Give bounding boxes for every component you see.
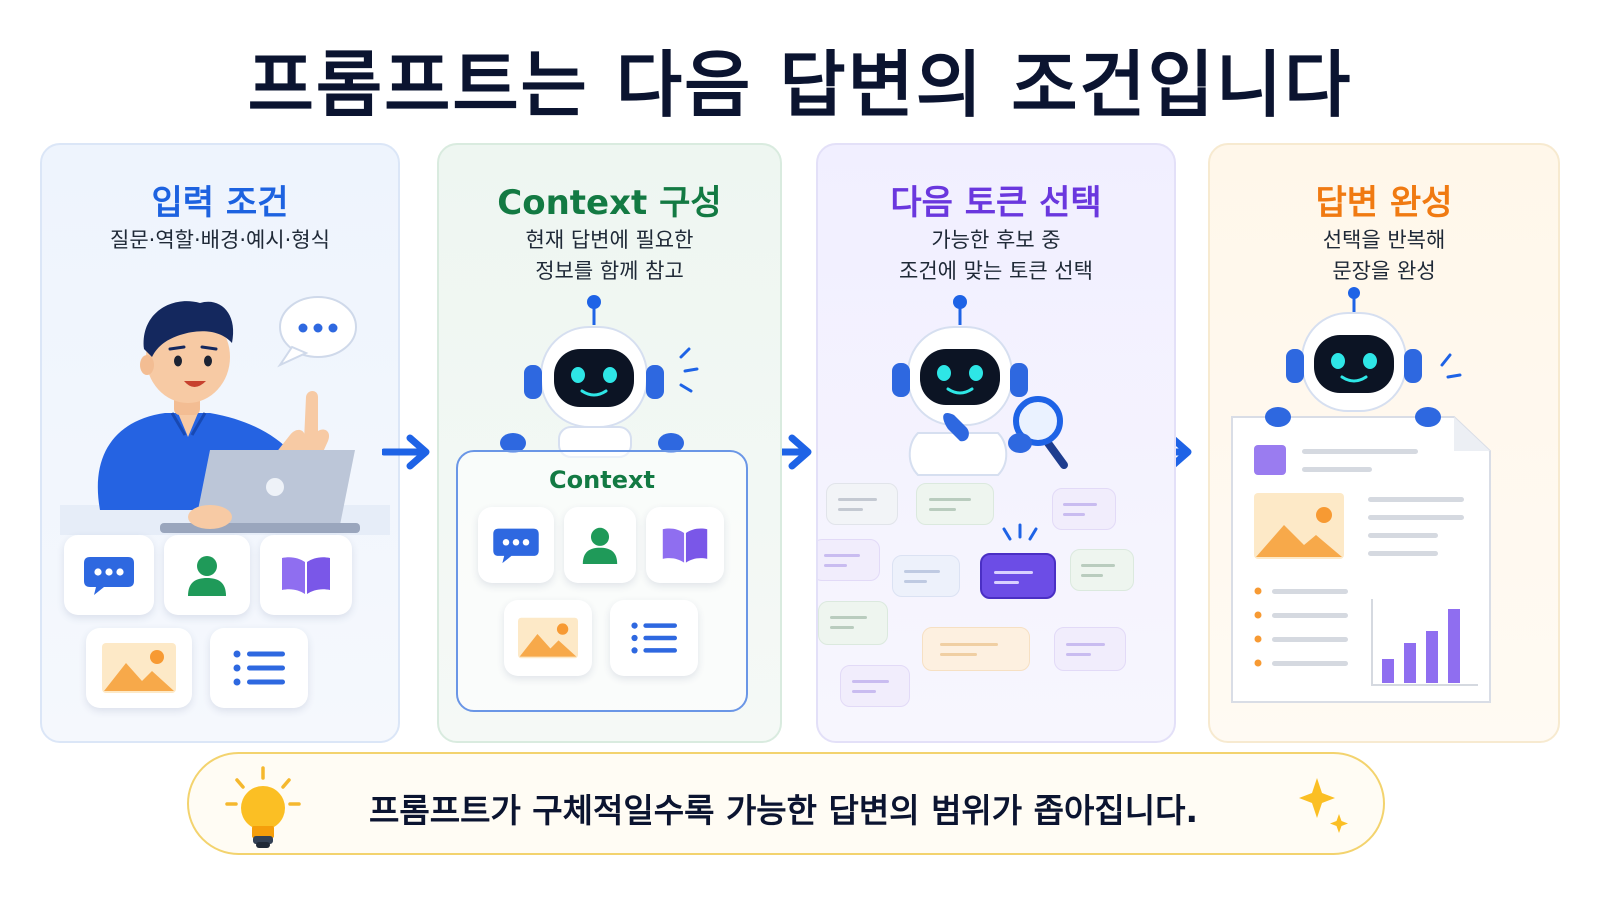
robot-with-magnifier-illustration — [892, 295, 1068, 476]
token-candidate — [1070, 549, 1134, 591]
token-candidate — [892, 555, 960, 597]
book-icon — [282, 557, 330, 594]
page-title: 프롬프트는 다음 답변의 조건입니다 — [247, 43, 1353, 127]
magnifier-icon — [1013, 396, 1068, 469]
tile-background — [260, 535, 352, 615]
tile-format — [610, 600, 698, 676]
image-icon — [518, 617, 578, 659]
selected-token-icon — [980, 553, 1056, 599]
step-description-line: 정보를 함께 참고 — [535, 259, 684, 283]
step-panel-context: Context 구성 현재 답변에 필요한 정보를 함께 참고 Context — [437, 143, 782, 743]
tile-background — [646, 507, 724, 583]
tile-example — [504, 600, 592, 676]
context-box-label: Context — [549, 466, 655, 494]
tile-format — [210, 628, 308, 708]
token-candidate — [916, 483, 994, 525]
speech-bubble-icon — [277, 296, 357, 368]
step-panel-input: 입력 조건 질문·역할·배경·예시·형식 — [40, 143, 400, 743]
image-icon — [102, 643, 176, 693]
token-candidate — [1054, 627, 1126, 671]
tile-role — [164, 535, 250, 615]
step-title: 다음 토큰 선택 — [890, 183, 1102, 223]
chat-bubble-icon — [493, 528, 539, 564]
step-description-line: 현재 답변에 필요한 — [525, 228, 694, 252]
token-candidate — [1052, 488, 1116, 530]
token-candidate — [826, 483, 898, 525]
context-box: Context — [456, 450, 748, 712]
summary-text: 프롬프트가 구체적일수록 가능한 답변의 범위가 좁아집니다. — [369, 791, 1198, 830]
token-candidate — [922, 627, 1030, 671]
token-candidate — [840, 665, 910, 707]
arrow-right-icon — [382, 434, 430, 470]
image-icon — [1254, 493, 1344, 559]
book-icon — [662, 528, 708, 563]
sparkle-icon — [1299, 778, 1348, 833]
step-panel-next-token: 다음 토큰 선택 가능한 후보 중 조건에 맞는 토큰 선택 — [816, 143, 1176, 743]
step-title: 답변 완성 — [1315, 183, 1453, 223]
summary-banner: 프롬프트가 구체적일수록 가능한 답변의 범위가 좁아집니다. — [187, 752, 1385, 855]
tile-question — [478, 507, 554, 583]
chat-bubble-icon — [84, 557, 134, 595]
tile-example — [86, 628, 192, 708]
bar-chart-icon — [1371, 599, 1478, 686]
token-candidate — [818, 539, 880, 581]
step-title: 입력 조건 — [151, 183, 289, 223]
list-icon — [233, 650, 285, 686]
tile-question — [64, 535, 154, 615]
robot-icon — [500, 295, 699, 458]
list-icon — [631, 622, 677, 654]
token-candidate — [818, 601, 888, 645]
step-description-line: 질문·역할·배경·예시·형식 — [110, 228, 330, 252]
step-description-line: 선택을 반복해 — [1322, 228, 1446, 252]
step-description-line: 조건에 맞는 토큰 선택 — [899, 259, 1093, 283]
step-description: 현재 답변에 필요한 정보를 함께 참고 — [439, 225, 780, 287]
highlight-rays-icon — [1002, 523, 1038, 541]
step-panel-answer: 답변 완성 선택을 반복해 문장을 완성 — [1208, 143, 1560, 743]
step-description: 질문·역할·배경·예시·형식 — [42, 225, 398, 256]
step-description-line: 가능한 후보 중 — [931, 228, 1061, 252]
person-icon — [188, 556, 226, 596]
user-at-laptop-illustration — [60, 296, 390, 535]
step-description-line: 문장을 완성 — [1332, 259, 1436, 283]
step-description: 선택을 반복해 문장을 완성 — [1210, 225, 1558, 287]
lightbulb-icon — [225, 766, 301, 848]
tile-role — [564, 507, 636, 583]
person-icon — [582, 527, 618, 564]
step-title: Context 구성 — [497, 183, 722, 223]
robot-with-document-illustration — [1231, 287, 1491, 703]
step-description: 가능한 후보 중 조건에 맞는 토큰 선택 — [818, 225, 1174, 287]
